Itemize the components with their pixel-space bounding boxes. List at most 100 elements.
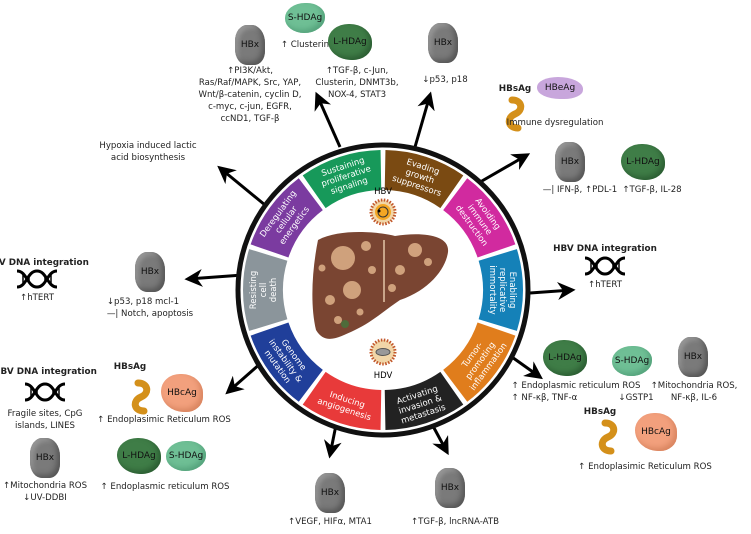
arrow [413,91,435,148]
inflammation-lhdag-effects: ↑ Endoplasmic reticulum ROS ↑ NF-κβ, TNF… [511,380,640,404]
hbsag-label: HBsAg [113,362,147,372]
hallmark-segment [250,178,323,258]
protein-label: HBx [35,453,55,463]
inflammation-hbx-effects: ↑Mitochondria ROS, NF-κβ, IL-6 [651,380,738,404]
hbcag-protein: HBcAg [635,413,677,451]
avoiding-hbx-effects: —| IFN-β, ↑PDL-1 [542,185,618,195]
effect-line: islands, LINES [14,421,75,431]
enabling-effects: ↑hTERT [588,280,622,290]
dna-integration-label: HBV DNA integration [0,258,89,268]
effect-line: Ras/Raf/MAPK, Src, YAP, [198,78,302,88]
hallmark-label: Resistingcelldeath [249,271,279,309]
protein-label: HBx [683,352,703,362]
effect-line: NF-κβ, IL-6 [670,393,718,403]
hbsag-icon [131,379,151,415]
resisting-hbx-effects: ↓p53, p18 mcl-1 —| Notch, apoptosis [107,296,193,320]
protein-label: L-HDAg [333,37,367,47]
effect-line: —| Notch, apoptosis [106,309,194,319]
hallmark-label-line: Enabling [507,272,517,309]
protein-label: L-HDAg [122,451,156,461]
arrow [474,153,531,187]
effect-line: Hypoxia induced lactic [99,141,197,151]
avoiding-lhdag-effects: ↑TGF-β, IL-28 [622,185,682,195]
effect-line: ↓UV-DDBI [23,493,67,503]
arrow [529,282,576,301]
effect-line: ↑Mitochondria ROS [2,481,88,491]
hbx-protein: HBx [428,23,458,63]
hallmark-segment [384,371,464,430]
avoiding-effects: Immune dysregulation [506,118,604,128]
dna-icon [583,256,627,276]
liver-illustration [312,232,449,339]
hbeag-protein: HBeAg [537,77,583,99]
hdv-virus-icon [369,338,397,366]
effect-line: ↑TGF-β, c-Jun, [325,66,389,76]
genome-hbx-effects: ↑Mitochondria ROS ↓UV-DDBI [3,480,87,504]
hallmark-label: Enablingreplicativeimmortality [487,265,517,314]
hbsag-icon [598,419,618,455]
hbx-protein: HBx [30,438,60,478]
protein-label: L-HDAg [548,353,582,363]
sustaining-lhdag-effects: ↑TGF-β, c-Jun, Clusterin, DNMT3b, NOX-4,… [315,65,398,101]
genome-dna-effects: Fragile sites, CpG islands, LINES [8,408,83,432]
hbx-protein: HBx [135,252,165,292]
protein-label: HBx [320,488,340,498]
arrow [217,165,266,207]
hallmark-label-line: replicative [497,268,507,313]
hallmark-label-line: death [269,278,279,303]
hallmark-segments: SustainingproliferativesignalingEvadingg… [243,150,523,430]
hbv-virus-icon [369,198,397,226]
hbsag-label: HBsAg [583,407,617,417]
hallmark-label-line: cell [259,283,269,298]
lhdag-protein: L-HDAg [621,144,665,180]
protein-label: HBcAg [167,388,197,398]
protein-label: L-HDAg [626,157,660,167]
inflammation-shdag-effects: ↓GSTP1 [618,393,654,403]
inflammation-hbsag-effects: ↑ Endoplasimic Reticulum ROS [578,462,712,472]
hallmark-label-line: Resisting [249,271,259,309]
angiogenesis-hbx-effects: ↑VEGF, HIFα, MTA1 [288,517,372,527]
protein-label: HBx [560,157,580,167]
effect-line: ↑Mitochondria ROS, [650,381,738,391]
hallmark-segment [443,178,516,258]
dna-integration-label: HBV DNA integration [553,244,657,254]
hbsag-icon [505,96,525,132]
arrow [314,91,342,148]
shdag-protein: S-HDAg [166,441,206,471]
hbx-protein: HBx [678,337,708,377]
hbx-protein: HBx [555,142,585,182]
protein-label: HBx [140,267,160,277]
resisting-dna-effects: ↑hTERT [20,293,54,303]
effect-line: ccND1, TGF-β [220,114,280,124]
genome-hdag-effects: ↑ Endoplasmic reticulum ROS [100,482,230,492]
protein-label: HBcAg [641,427,671,437]
protein-label: S-HDAg [614,356,650,366]
sustaining-hbx-effects: ↑PI3K/Akt, Ras/Raf/MAPK, Src, YAP, Wnt/β… [198,65,301,125]
hbv-label: HBV [374,187,392,197]
hallmark-segment [302,371,382,430]
hallmark-segment [250,322,323,402]
effect-line: NOX-4, STAT3 [327,90,387,100]
effect-line: ↑PI3K/Akt, [227,66,273,76]
effect-line: Clusterin, DNMT3b, [315,78,399,88]
invasion-hbx-effects: ↑TGF-β, lncRNA-ATB [410,517,500,527]
protein-label: S-HDAg [168,451,204,461]
evading-hbx-effects: ↓p53, p18 [422,75,468,85]
effect-line: ↑ NF-κβ, TNF-α [511,393,578,403]
hdv-label: HDV [374,371,393,381]
effect-line: Fragile sites, CpG [7,409,83,419]
lhdag-protein: L-HDAg [543,340,587,376]
sustaining-shdag-effects: ↑ Clusterin [280,40,330,50]
hallmark-segment [243,249,288,331]
genome-hbsag-effects: ↑ Endoplasimic Reticulum ROS [97,415,231,425]
dna-integration-label: HBV DNA integration [0,367,97,377]
hallmark-label-line: immortality [487,265,497,314]
protein-label: HBx [433,38,453,48]
shdag-protein: S-HDAg [612,346,652,376]
energetics-effects: Hypoxia induced lactic acid biosynthesis [99,140,196,164]
hallmark-segment [302,150,382,209]
hbsag-label: HBsAg [498,84,532,94]
protein-label: HBeAg [544,83,576,93]
hallmark-segment [478,249,523,331]
